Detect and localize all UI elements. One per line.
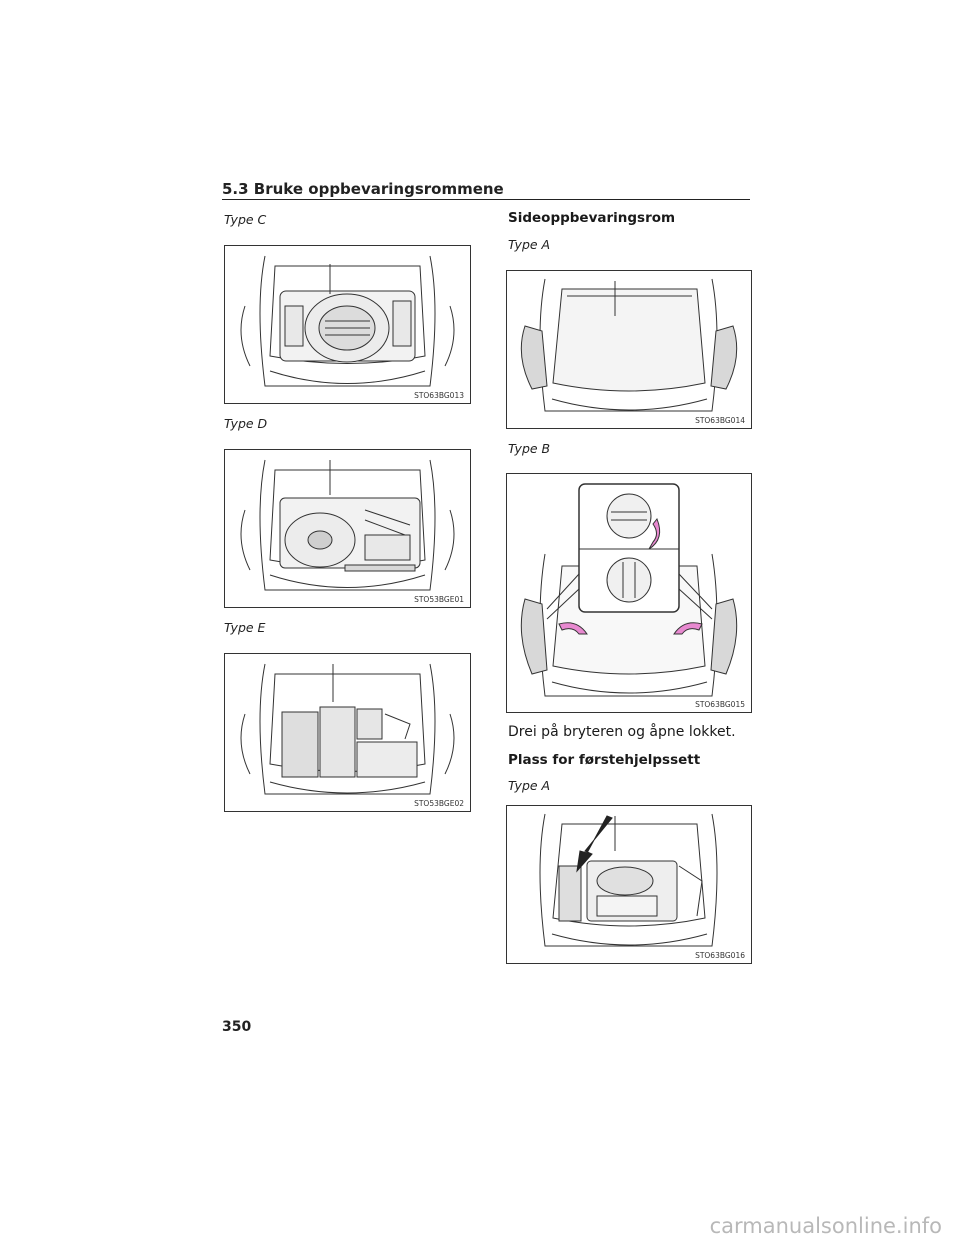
instruction-text: Drei på bryteren og åpne lokket. — [508, 724, 736, 740]
figure-code: STO53BGE01 — [414, 595, 464, 604]
type-e-label: Type E — [224, 620, 266, 635]
type-c-label: Type C — [224, 212, 267, 227]
figure-type-d: STO53BGE01 — [224, 449, 471, 608]
side-storage-heading: Sideoppbevaringsrom — [508, 210, 676, 226]
figure-type-e: STO53BGE02 — [224, 653, 471, 812]
header-rule — [222, 199, 750, 200]
figure-code: STO63BG015 — [695, 700, 745, 709]
figure-code: STO53BGE02 — [414, 799, 464, 808]
type-d-label: Type D — [224, 416, 268, 431]
figure-first-aid-type-a: STO63BG016 — [506, 805, 752, 964]
figure-code: STO63BG013 — [414, 391, 464, 400]
watermark: carmanualsonline.info — [709, 1214, 942, 1238]
figure-type-c: STO63BG013 — [224, 245, 471, 404]
first-aid-heading: Plass for førstehjelpssett — [508, 752, 701, 768]
side-type-b-label: Type B — [508, 441, 551, 456]
section-header-title: 5.3 Bruke oppbevaringsrommene — [222, 180, 504, 198]
first-aid-type-a-label: Type A — [508, 778, 551, 793]
side-type-a-label: Type A — [508, 237, 551, 252]
figure-code: STO63BG014 — [695, 416, 745, 425]
page-number: 350 — [222, 1019, 252, 1035]
figure-code: STO63BG016 — [695, 951, 745, 960]
figure-side-type-b: STO63BG015 — [506, 473, 752, 713]
figure-side-type-a: STO63BG014 — [506, 270, 752, 429]
